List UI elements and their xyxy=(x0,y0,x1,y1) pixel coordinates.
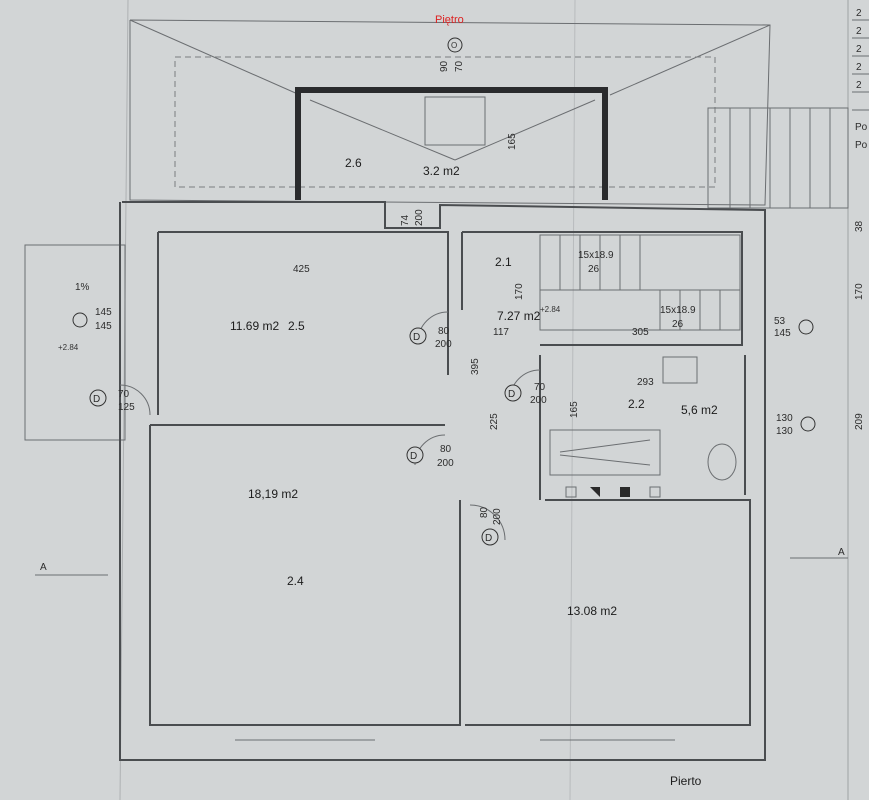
window-right2-b: 130 xyxy=(776,426,793,437)
corridor-area: 7.27 m2 xyxy=(497,309,541,323)
room-b-id: 2.4 xyxy=(287,574,304,588)
section-right: A xyxy=(838,547,845,558)
right-label-4: 2 xyxy=(856,80,862,91)
door-1-h: 200 xyxy=(435,339,452,350)
window-left-b: 145 xyxy=(95,321,112,332)
stair-step1-n: 26 xyxy=(588,264,600,275)
corridor-dim-v3: 225 xyxy=(489,413,500,430)
door-3-label: D xyxy=(410,451,417,462)
door-4-w: 80 xyxy=(479,506,490,518)
right-label-6: Po xyxy=(855,140,868,151)
slope-percent: 1% xyxy=(75,282,90,293)
level-left: +2.84 xyxy=(58,343,79,352)
door-3-h: 200 xyxy=(437,458,454,469)
outside-stairs xyxy=(707,107,849,209)
window-top-b: 70 xyxy=(454,60,465,72)
door-labels: D 80 200 D 70 200 D 80 200 D 80 200 D 70… xyxy=(89,326,547,546)
right-table xyxy=(852,19,869,111)
window-symbols xyxy=(72,37,816,432)
roof-outline xyxy=(129,19,771,206)
corridor-level: +2.84 xyxy=(540,305,561,314)
right-label-5: Po xyxy=(855,122,868,133)
bath-area: 5,6 m2 xyxy=(681,403,718,417)
bath-id: 2.2 xyxy=(628,397,645,411)
section-left: A xyxy=(40,562,47,573)
door-2-h: 200 xyxy=(530,395,547,406)
door-5-label: D xyxy=(93,394,100,405)
window-left-a: 145 xyxy=(95,307,112,318)
room-attic-id: 2.6 xyxy=(345,156,362,170)
plan-title: Piętro xyxy=(435,14,464,26)
interior-stairs xyxy=(539,234,741,331)
door-1-w: 80 xyxy=(438,326,450,337)
neck-dim-a: 74 xyxy=(400,214,411,226)
plan-caption: Pierto xyxy=(670,774,702,788)
right-label-0: 2 xyxy=(856,8,862,19)
right-label-3: 2 xyxy=(856,62,862,73)
bathroom-fixtures xyxy=(549,356,737,498)
section-markers xyxy=(35,557,848,576)
room-b-area: 18,19 m2 xyxy=(248,487,298,501)
room-a-width: 425 xyxy=(293,264,310,275)
door-4-label: D xyxy=(485,533,492,544)
outer-walls xyxy=(119,201,766,761)
room-attic-area: 3.2 m2 xyxy=(423,164,460,178)
room-a-id: 2.5 xyxy=(288,319,305,333)
corridor-dim-v: 170 xyxy=(514,283,525,300)
stair-step1: 15x18.9 xyxy=(578,250,614,261)
corridor-dim-h: 117 xyxy=(493,327,509,338)
balcony xyxy=(24,244,126,441)
bath-width: 293 xyxy=(637,377,654,388)
corridor-dim-v2: 395 xyxy=(470,358,481,375)
room-c-area: 13.08 m2 xyxy=(567,604,617,618)
window-top-label: O xyxy=(451,41,457,50)
window-right2-a: 130 xyxy=(776,413,793,424)
corridor-id: 2.1 xyxy=(495,255,512,269)
door-4-h: 200 xyxy=(492,508,503,525)
window-right1-b: 145 xyxy=(774,328,791,339)
window-right1-a: 53 xyxy=(774,316,786,327)
door-5-w: 70 xyxy=(118,389,130,400)
right-label-1: 2 xyxy=(856,26,862,37)
room-a-area: 11.69 m2 xyxy=(230,319,279,333)
right-label-2: 2 xyxy=(856,44,862,55)
dim-right2: 38 xyxy=(854,220,865,232)
stair-step2: 15x18.9 xyxy=(660,305,696,316)
door-2-label: D xyxy=(508,389,515,400)
stair-step2-n: 26 xyxy=(672,319,684,330)
attic-dim: 165 xyxy=(507,133,518,150)
bath-height: 165 xyxy=(569,401,580,418)
dim-right1: 170 xyxy=(854,283,865,300)
door-5-h: 125 xyxy=(118,402,135,413)
door-1-label: D xyxy=(413,332,420,343)
dim-right3: 209 xyxy=(854,413,865,430)
door-2-w: 70 xyxy=(534,382,546,393)
neck-dim-b: 200 xyxy=(414,209,425,226)
window-top-a: 90 xyxy=(439,60,450,72)
door-3-w: 80 xyxy=(440,444,452,455)
corridor-dim-h2: 305 xyxy=(632,327,649,338)
